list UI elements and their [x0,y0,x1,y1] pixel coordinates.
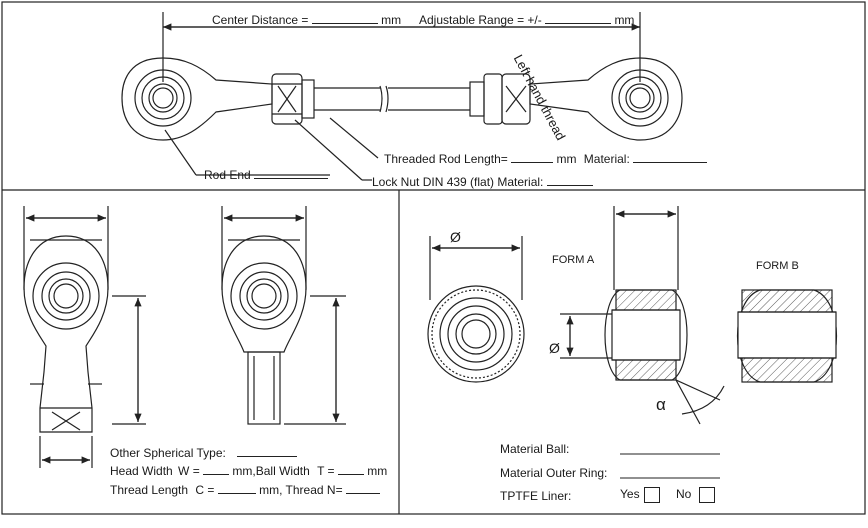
field-underlines [620,453,720,479]
form-a-section [560,206,725,425]
center-distance-field: Center Distance = mm [212,12,401,27]
threaded-rod-material-blank[interactable] [633,151,708,163]
threaded-rod-unit: mm [556,152,577,166]
threaded-rod-label: Threaded Rod Length= [384,152,508,166]
rod-end-blank[interactable] [254,167,329,179]
ball-width-unit: mm [367,464,388,478]
ptfe-liner-label: TPTFE Liner: [500,489,572,503]
rod-end-field: Rod End [204,167,329,182]
adjustable-range-label: Adjustable Range = +/- [419,13,542,27]
ptfe-no-label: No [676,487,692,502]
other-type-label: Other Spherical Type: [110,446,226,460]
material-ball-label: Material Ball: [500,442,570,456]
center-distance-label: Center Distance = [212,13,309,27]
ptfe-no-checkbox[interactable] [699,487,716,503]
material-outer-ring-label: Material Outer Ring: [500,466,608,480]
frame-lines [1,1,866,515]
ptfe-no-option[interactable]: No [676,487,716,503]
adjustable-range-blank[interactable] [545,12,612,24]
lock-nut-field: Lock Nut DIN 439 (flat) Material: [372,174,593,189]
threaded-rod-blank[interactable] [511,151,554,163]
threaded-rod-material-label: Material: [583,152,630,166]
adjustable-range-unit: mm [614,13,635,27]
thread-length-unit: mm, Thread N= [259,483,343,497]
head-width-symbol: W = [178,464,200,478]
head-width-unit: mm,Ball Width [232,464,310,478]
form-b-label: FORM B [756,260,799,272]
thread-length-symbol: C = [195,483,215,497]
top-assembly [121,12,683,181]
rod-end-label: Rod End [204,168,251,182]
thread-n-blank[interactable] [345,482,380,494]
diameter-symbol-top: Ø [450,229,461,245]
form-a-label: FORM A [552,254,595,266]
other-type-field: Other Spherical Type: [110,445,298,460]
ptfe-yes-option[interactable]: Yes [620,487,660,503]
alpha-angle-label: α [656,395,666,414]
diameter-symbol-side: Ø [549,340,560,356]
ptfe-yes-label: Yes [620,487,640,502]
ball-width-symbol: T = [317,464,335,478]
other-type-blank[interactable] [237,445,298,457]
form-b-section [736,289,838,383]
lock-nut-label: Lock Nut DIN 439 (flat) Material: [372,175,544,189]
ball-width-blank[interactable] [337,463,364,475]
head-width-field: Head Width W = mm,Ball Width T = mm [110,463,387,478]
male-rod-end-drawing [221,206,346,425]
center-distance-unit: mm [381,13,402,27]
head-width-label: Head Width [110,464,173,478]
head-width-blank[interactable] [203,463,230,475]
ptfe-yes-checkbox[interactable] [643,487,660,503]
thread-length-blank[interactable] [217,482,256,494]
thread-length-field: Thread Length C = mm, Thread N= [110,482,380,497]
center-distance-blank[interactable] [311,12,378,24]
ball-front-view [427,236,525,383]
female-rod-end-drawing [23,206,146,468]
thread-length-label: Thread Length [110,483,189,497]
adjustable-range-field: Adjustable Range = +/- mm [419,12,634,27]
threaded-rod-field: Threaded Rod Length= mm Material: [384,151,708,166]
lock-nut-blank[interactable] [546,174,593,186]
